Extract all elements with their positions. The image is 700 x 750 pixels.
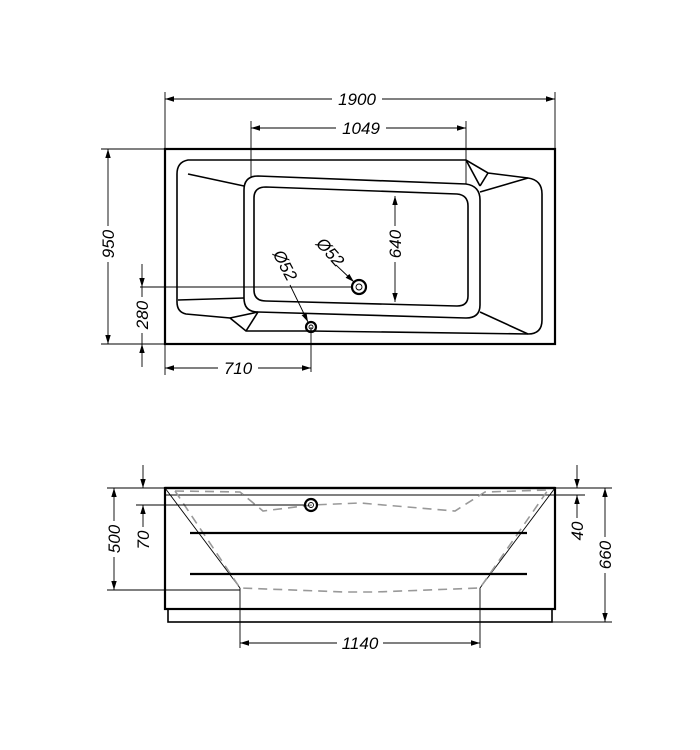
label-bg: [132, 297, 152, 333]
outer-bowl-outline: [176, 159, 543, 335]
facet-line: [479, 172, 489, 187]
dim-drain-offset-x: 710: [224, 359, 253, 378]
drain-hole-inner: [355, 283, 363, 291]
drain-hole: [350, 278, 368, 296]
facet-line: [177, 297, 245, 301]
label-bg: [98, 226, 118, 262]
facet-line: [479, 177, 529, 193]
dim-total-width: 950: [99, 229, 118, 258]
plinth: [167, 608, 553, 623]
tub-outline-top: [163, 147, 557, 346]
overflow-leader: [289, 284, 309, 323]
dim-total-height: 660: [596, 540, 615, 569]
dim-rim-thickness: 40: [568, 521, 587, 540]
front-panel: [163, 486, 557, 611]
inner-basin-bottom: [253, 186, 469, 307]
inner-basin-outline: [243, 175, 481, 319]
dim-inner-length: 1049: [342, 119, 380, 138]
top-view: 1900 1049 950 640 280 710 Ø52 Ø52: [98, 88, 557, 378]
label-bg: [385, 226, 405, 262]
label-bg: [104, 521, 124, 557]
label-bg: [133, 527, 153, 553]
dim-total-length: 1900: [338, 90, 376, 109]
dim-height: 500: [105, 524, 124, 553]
label-bg: [332, 88, 382, 108]
hidden-bottom-line: [174, 489, 549, 593]
label-bg: [595, 537, 615, 573]
drain-diameter-label: Ø52: [268, 246, 301, 285]
label-bg: [567, 518, 587, 544]
facet-line: [229, 311, 259, 319]
dim-overflow-height: 70: [134, 530, 153, 549]
front-view: 500 70 40 660 1140: [104, 465, 615, 653]
label-bg: [336, 117, 386, 137]
facet-line: [245, 311, 259, 332]
hidden-basin-line: [174, 489, 549, 512]
facet-line: [187, 173, 245, 187]
drain-leader: [335, 264, 355, 283]
facet-line: [479, 311, 529, 335]
dim-bottom-length: 1140: [342, 634, 379, 653]
label-bg: [218, 357, 258, 377]
label-bg: [337, 632, 383, 652]
facet-line: [465, 159, 481, 187]
overflow-diameter-label: Ø52: [312, 233, 349, 271]
overflow-hole-front-inner: [308, 502, 314, 508]
dim-inner-width: 640: [386, 229, 405, 258]
dim-drain-offset-y: 280: [133, 300, 152, 330]
